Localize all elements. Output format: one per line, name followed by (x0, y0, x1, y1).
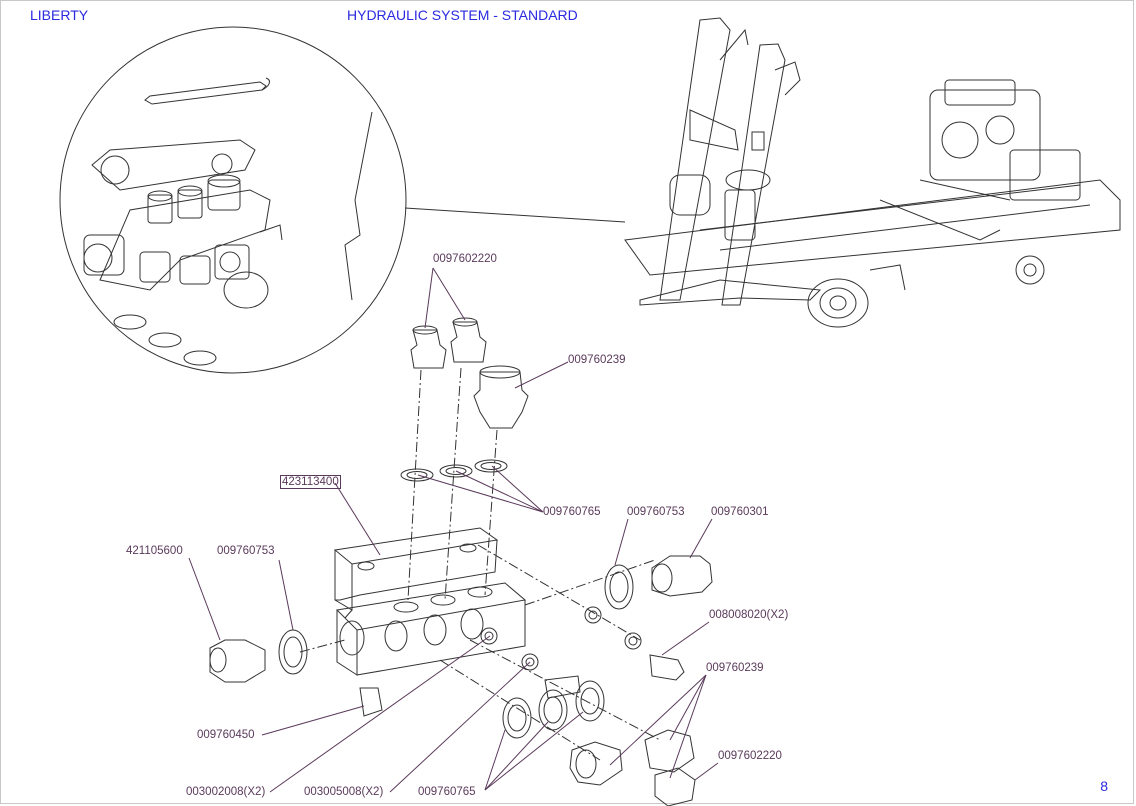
callout-009760239-top: 009760239 (568, 354, 626, 366)
callout-009760301: 009760301 (711, 506, 769, 518)
callout-008008020: 008008020(X2) (709, 609, 789, 621)
leader-lines (188, 267, 719, 793)
o-rings (278, 459, 642, 739)
brand-title: LIBERTY (30, 7, 89, 23)
callout-0097602220-top: 0097602220 (433, 253, 497, 265)
callout-423113400: 423113400 (280, 475, 341, 489)
top-fittings (410, 317, 529, 429)
manifold-block (333, 527, 527, 676)
page-number: 8 (1100, 778, 1108, 794)
callout-0097602220-bottom: 0097602220 (718, 750, 782, 762)
chassis-illustration (624, 17, 1121, 328)
page-title: HYDRAULIC SYSTEM - STANDARD (347, 7, 578, 23)
callout-003002008: 003002008(X2) (186, 786, 266, 798)
callout-421105600: 421105600 (126, 545, 183, 557)
callout-009760239-bottom: 009760239 (706, 662, 764, 674)
callout-009760765-bottom: 009760765 (418, 786, 476, 798)
callout-009760753-right: 009760753 (627, 506, 685, 518)
callout-009760765-mid: 009760765 (543, 506, 601, 518)
assembly-axes (299, 367, 661, 761)
callout-009760450: 009760450 (197, 729, 255, 741)
callout-009760753-left: 009760753 (217, 545, 275, 557)
detail-view-circle (59, 26, 407, 374)
side-fittings (209, 555, 713, 806)
detail-leader-line (404, 207, 626, 223)
detail-manifold-illustration (83, 77, 373, 366)
callout-003005008: 003005008(X2) (304, 786, 384, 798)
